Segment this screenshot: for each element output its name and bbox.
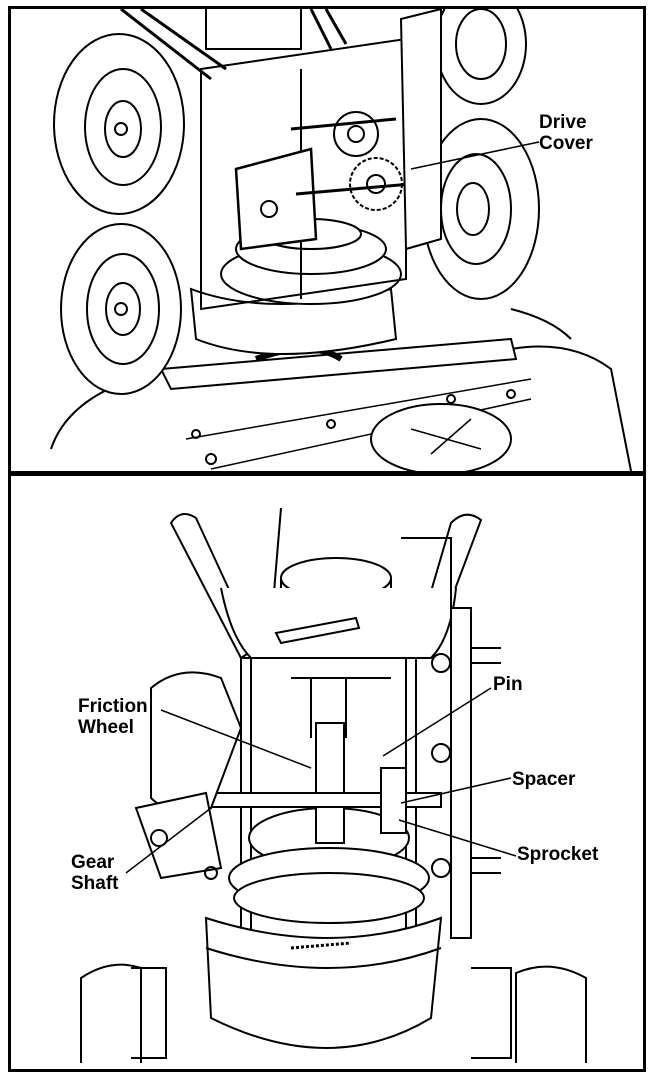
callout-gear-shaft: Gear Shaft xyxy=(71,852,119,894)
bottom-view-drawing xyxy=(80,507,587,1063)
top-view-illustration: Drive Cover xyxy=(11,9,643,471)
figure-frame xyxy=(8,6,646,1072)
wheel-middle-left xyxy=(60,223,182,395)
callout-pin: Pin xyxy=(493,674,523,695)
callout-friction-wheel: Friction Wheel xyxy=(78,696,148,738)
callout-sprocket: Sprocket xyxy=(517,844,599,865)
panel-divider xyxy=(8,471,646,476)
wheel-right-top xyxy=(435,9,527,105)
bottom-view-illustration: Friction Wheel Pin Spacer Sprocket Gear … xyxy=(11,478,643,1070)
callout-drive-cover: Drive Cover xyxy=(539,112,593,154)
callout-spacer: Spacer xyxy=(512,769,576,790)
top-view-drawing xyxy=(50,9,632,471)
wheel-top-left xyxy=(53,33,185,215)
